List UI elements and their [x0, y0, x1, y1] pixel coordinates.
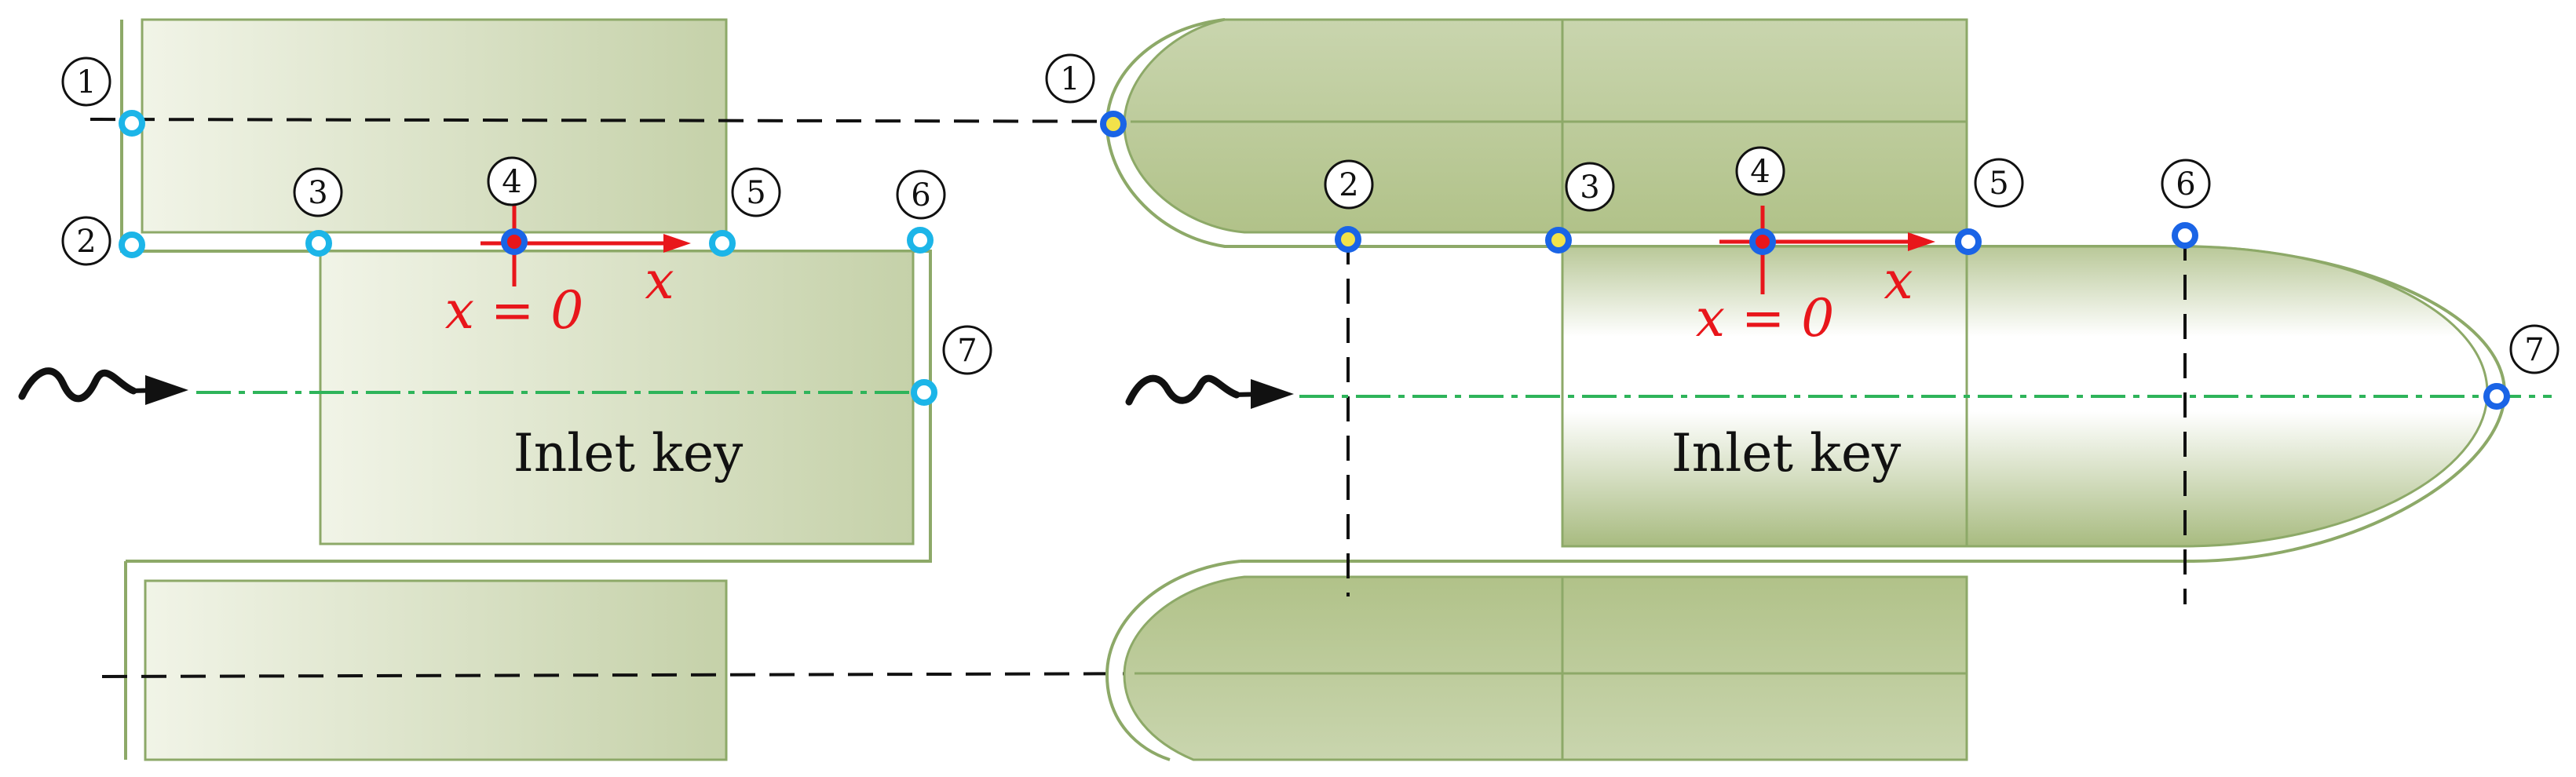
svg-text:6: 6 [2176, 166, 2195, 202]
right-marker-1 [1100, 111, 1127, 137]
left-point-callouts: 1 2 3 4 5 6 7 [61, 57, 992, 375]
svg-text:5: 5 [746, 175, 765, 211]
left-marker-4 [501, 228, 528, 255]
right-point-callouts: 1 2 3 4 5 6 7 [1045, 53, 2560, 374]
right-axis-arrowhead [1908, 232, 1935, 251]
right-marker-5 [1955, 228, 1982, 255]
left-callout-3: 3 [293, 167, 343, 217]
right-callout-4: 4 [1735, 146, 1785, 196]
svg-text:2: 2 [1339, 167, 1358, 203]
svg-text:1: 1 [76, 64, 96, 100]
right-axis-label: x [1884, 250, 1913, 311]
svg-text:1: 1 [1060, 61, 1080, 97]
left-marker-5 [709, 230, 736, 257]
left-marker-1 [119, 110, 145, 137]
svg-text:7: 7 [2524, 332, 2544, 368]
right-panel: x = 0 x Inlet key 1 2 3 4 [1045, 18, 2560, 761]
svg-text:7: 7 [957, 333, 977, 369]
svg-text:4: 4 [502, 164, 521, 200]
left-axis-arrowhead [663, 234, 691, 253]
left-callout-2: 2 [61, 216, 111, 266]
left-point-markers [119, 110, 937, 406]
left-callout-5: 5 [731, 167, 781, 217]
svg-text:2: 2 [76, 224, 96, 260]
right-callout-1: 1 [1045, 53, 1095, 104]
right-inlet-label: Inlet key [1672, 423, 1902, 483]
right-inlet-key [1240, 245, 2507, 563]
right-callout-3: 3 [1565, 162, 1615, 212]
left-marker-7 [911, 379, 937, 406]
left-callout-1: 1 [61, 57, 111, 107]
right-callout-2: 2 [1324, 159, 1374, 210]
right-callout-6: 6 [2161, 159, 2211, 209]
left-axis-label: x [645, 250, 674, 311]
left-inlet-label: Inlet key [513, 423, 744, 483]
right-marker-4 [1749, 228, 1776, 255]
left-lower-dashed-line [101, 672, 1214, 678]
left-flow-arrow-icon [18, 367, 188, 405]
right-reference-lines [1346, 235, 2187, 604]
right-upper-outlet-key [1105, 18, 1968, 248]
right-marker-6 [2172, 222, 2198, 249]
right-flow-arrow-icon [1125, 374, 1294, 409]
right-marker-2 [1335, 226, 1361, 253]
left-reference-lines [90, 118, 1226, 678]
svg-text:3: 3 [308, 175, 327, 211]
svg-text:4: 4 [1750, 154, 1770, 190]
right-point-markers [1100, 111, 2510, 410]
left-lower-outlet-key [124, 561, 728, 761]
svg-text:5: 5 [1989, 166, 2008, 202]
right-marker-3 [1545, 227, 1572, 254]
left-inlet-key [126, 250, 932, 563]
left-panel: x = 0 x Inlet key 1 2 3 4 [18, 18, 1226, 761]
right-callout-7: 7 [2509, 324, 2560, 374]
left-origin-label: x = 0 [445, 280, 583, 341]
left-callout-4: 4 [487, 156, 537, 206]
left-upper-outlet-key [120, 18, 734, 253]
left-callout-6: 6 [896, 170, 946, 220]
left-x-axis: x = 0 x [445, 202, 691, 341]
left-callout-7: 7 [942, 325, 992, 375]
svg-text:3: 3 [1580, 170, 1599, 206]
left-marker-3 [305, 230, 332, 257]
left-upper-dashed-line [90, 118, 1226, 123]
right-callout-5: 5 [1974, 158, 2024, 208]
left-marker-2 [119, 232, 145, 258]
right-marker-7 [2483, 383, 2510, 410]
svg-text:6: 6 [911, 177, 930, 213]
left-marker-6 [907, 227, 934, 254]
right-origin-label: x = 0 [1696, 288, 1834, 348]
right-lower-outlet-key [1105, 560, 1968, 761]
